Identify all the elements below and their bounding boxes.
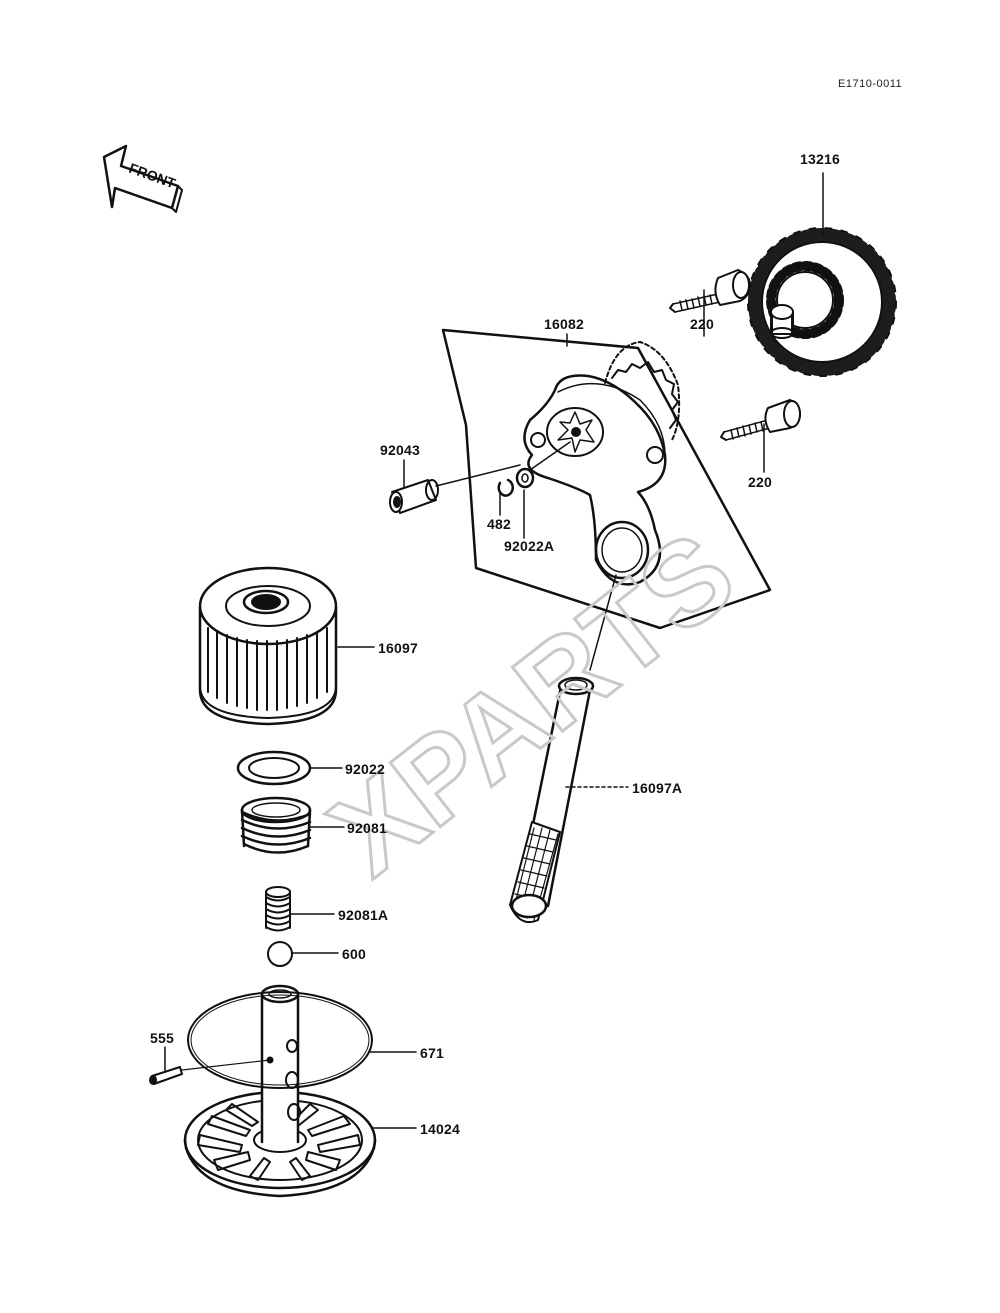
pin-555-drawing bbox=[149, 1066, 183, 1085]
part-label-92022: 92022 bbox=[345, 761, 385, 777]
relief-valve-14024-drawing bbox=[183, 984, 377, 1198]
part-label-16082: 16082 bbox=[544, 316, 584, 332]
oil-filter-16097-drawing bbox=[198, 566, 338, 726]
part-label-92043: 92043 bbox=[380, 442, 420, 458]
part-label-92081a: 92081A bbox=[338, 907, 389, 923]
leader-lines bbox=[164, 172, 824, 1129]
gear-13216-drawing bbox=[747, 227, 897, 377]
front-arrow-icon bbox=[102, 144, 183, 213]
part-label-220-lower: 220 bbox=[748, 474, 772, 490]
bolt-220-upper-drawing bbox=[669, 269, 751, 313]
part-label-482: 482 bbox=[487, 516, 511, 532]
spring-92081-drawing bbox=[240, 796, 312, 854]
pump-box-outline bbox=[441, 328, 772, 630]
washer-92022a-drawing bbox=[515, 467, 535, 489]
o-ring-671-drawing bbox=[187, 991, 373, 1089]
part-label-671: 671 bbox=[420, 1045, 444, 1061]
part-label-13216: 13216 bbox=[800, 151, 840, 167]
washer-92022-drawing bbox=[236, 750, 312, 786]
dowel-92043-drawing bbox=[389, 479, 439, 514]
part-label-14024: 14024 bbox=[420, 1121, 460, 1137]
strainer-16097a-drawing bbox=[509, 676, 595, 924]
spring-92081a-drawing bbox=[265, 886, 291, 932]
diagram-code: E1710-0011 bbox=[838, 78, 903, 90]
bolt-220-lower-drawing bbox=[720, 399, 801, 441]
part-label-92022a: 92022A bbox=[504, 538, 555, 554]
part-label-600: 600 bbox=[342, 946, 366, 962]
ball-600-drawing bbox=[267, 941, 293, 967]
part-label-92081: 92081 bbox=[347, 820, 387, 836]
circlip-482-drawing bbox=[497, 478, 514, 497]
part-label-220-upper: 220 bbox=[690, 316, 714, 332]
part-label-16097a: 16097A bbox=[632, 780, 683, 796]
part-label-555: 555 bbox=[150, 1030, 174, 1046]
part-label-16097: 16097 bbox=[378, 640, 418, 656]
pump-body-drawing bbox=[523, 341, 681, 586]
